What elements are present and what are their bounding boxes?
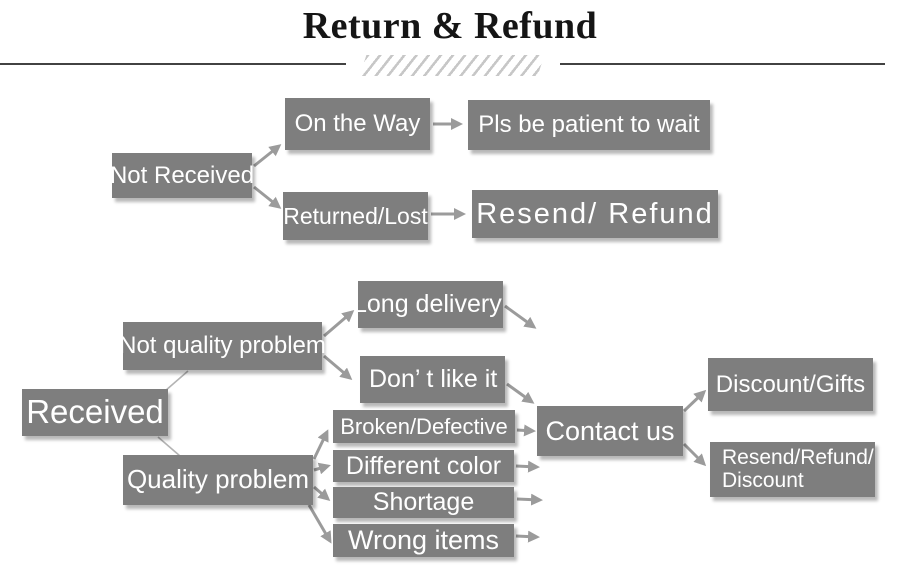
arrow-shortage-contact	[516, 493, 543, 506]
arrow-quality-shortage	[313, 485, 331, 501]
arrow-contact-resendrefunddiscount	[682, 442, 707, 467]
node-label: On the Way	[294, 110, 421, 138]
node-label: Contact us	[545, 415, 675, 446]
node-not-quality-problem: Not quality problem	[119, 322, 326, 370]
node-label: Broken/Defective	[340, 413, 508, 439]
node-different-color: Different color	[333, 450, 514, 482]
node-label: Different color	[345, 451, 502, 480]
node-shortage: Shortage	[333, 487, 514, 518]
node-label-line2: Discount	[722, 468, 804, 492]
node-quality-problem: Quality problem	[123, 455, 313, 505]
node-label: Received	[26, 393, 164, 431]
arrow-different-contact	[515, 460, 540, 473]
arrow-dontlike-contact	[506, 382, 535, 404]
node-label: Discount/Gifts	[715, 370, 866, 398]
node-label: Wrong items	[347, 525, 500, 556]
node-returned-lost: Returned/Lost	[283, 192, 428, 240]
node-received: Received	[22, 389, 168, 436]
arrow-quality-different	[313, 462, 331, 475]
node-label: Shortage	[372, 488, 475, 517]
arrow-contact-discountgifts	[682, 389, 707, 413]
node-label: Not Received	[109, 161, 255, 189]
title-divider-right	[560, 63, 885, 65]
node-dont-like-it: Don’ t like it	[360, 356, 505, 403]
arrow-wrongitems-contact	[515, 530, 540, 543]
title-divider-left	[0, 63, 346, 65]
node-label: Returned/Lost	[283, 202, 428, 229]
node-label: Not quality problem	[119, 332, 326, 360]
node-contact-us: Contact us	[537, 406, 683, 456]
node-label-line1: Resend/Refund/	[722, 446, 874, 470]
page-title: Return & Refund	[302, 5, 598, 47]
node-on-the-way: On the Way	[285, 98, 430, 150]
node-label: Resend/ Refund	[476, 197, 714, 230]
line-received-notquality	[164, 370, 189, 392]
arrow-longdelivery-contact	[504, 304, 537, 329]
hatch-decoration	[359, 55, 545, 76]
arrow-notreceived-returnedlost	[253, 185, 282, 209]
node-broken-defective: Broken/Defective	[333, 410, 515, 443]
node-long-delivery: Long delivery	[358, 281, 503, 328]
arrow-notquality-longdelivery	[323, 310, 355, 338]
node-discount-gifts: Discount/Gifts	[708, 358, 873, 411]
arrow-quality-wrongitems	[307, 504, 332, 544]
node-not-received: Not Received	[109, 153, 255, 198]
arrow-notreceived-ontheway	[253, 144, 282, 168]
arrow-broken-contact	[516, 424, 536, 437]
node-pls-be-patient: Pls be patient to wait	[468, 100, 710, 150]
arrow-quality-broken	[312, 429, 329, 460]
node-label: Don’ t like it	[369, 365, 498, 394]
node-wrong-items: Wrong items	[333, 524, 514, 557]
node-resend-refund-discount: Resend/Refund/ Discount	[710, 442, 875, 497]
node-resend-refund: Resend/ Refund	[472, 190, 718, 238]
node-label: Quality problem	[126, 464, 310, 495]
line-received-quality	[157, 436, 181, 457]
node-label: Pls be patient to wait	[478, 111, 700, 139]
arrow-notquality-dontlike	[323, 354, 353, 380]
node-label: Long delivery	[358, 290, 502, 319]
